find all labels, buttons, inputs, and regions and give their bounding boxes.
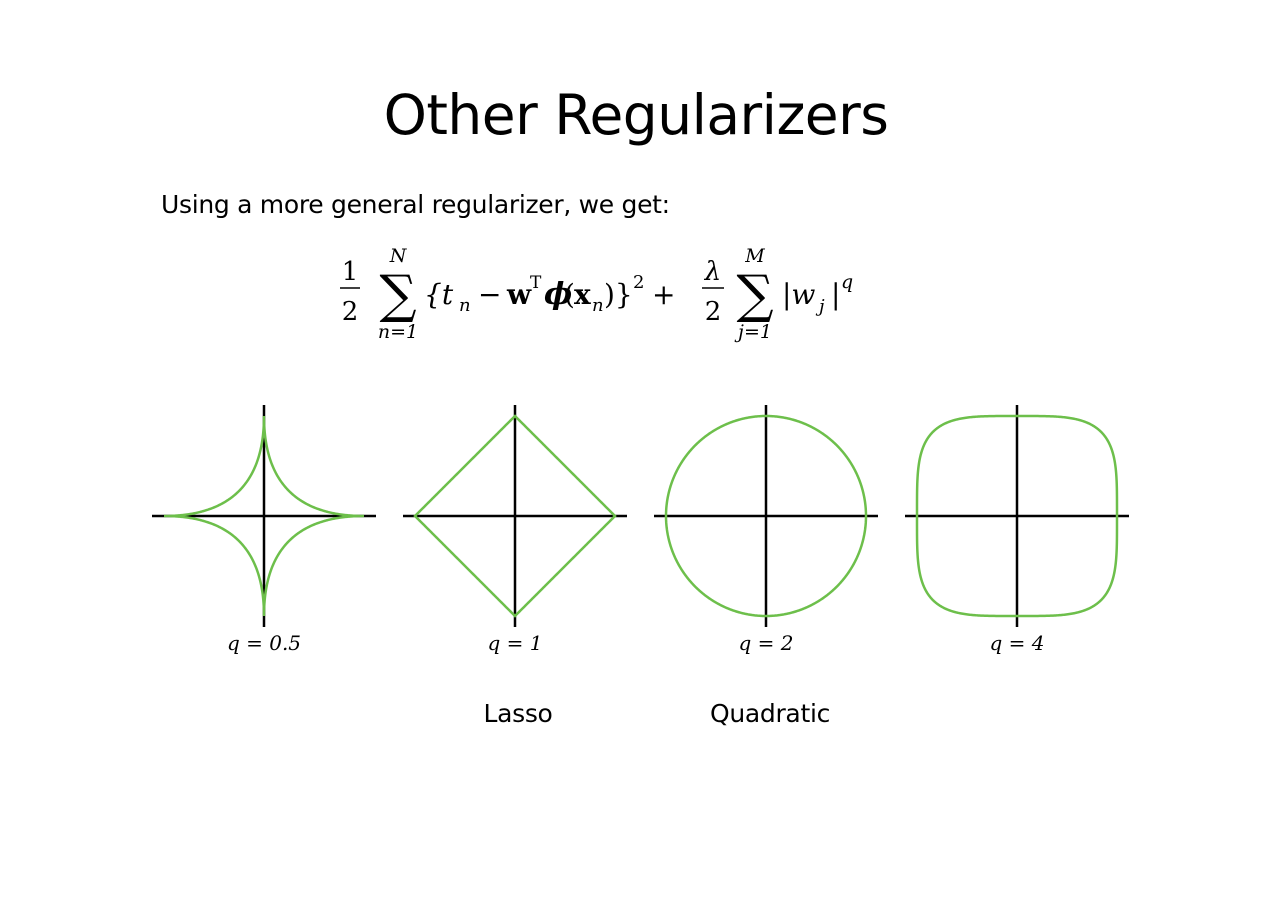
intro-text: Using a more general regularizer, we get…: [161, 190, 670, 219]
contour-curve: [413, 414, 617, 618]
caption-lasso: Lasso: [483, 699, 553, 728]
plot-q-2: q = 2: [654, 405, 878, 655]
paren-open: (: [564, 278, 575, 311]
term1-sub-n: n: [459, 295, 471, 316]
sum1-sigma: ∑: [379, 265, 416, 325]
square-exponent: 2: [633, 272, 644, 293]
sum2-upper-limit: M: [744, 245, 765, 267]
half-numerator: 1: [342, 257, 359, 287]
q-exponent: q: [841, 271, 853, 293]
sum1-lower-limit: n=1: [378, 321, 418, 343]
regularized-error-formula: 1 2 N ∑ n=1 {t n − w T ϕ ( x n )} 2 + λ …: [340, 245, 853, 343]
abs-close: |: [831, 278, 840, 311]
sum2-lower-limit: j=1: [734, 321, 772, 343]
plot-label: q = 1: [488, 631, 543, 655]
x-vector: x: [574, 278, 591, 311]
lambda-denominator: 2: [705, 297, 722, 327]
plot-q-4: q = 4: [905, 405, 1129, 655]
sum2-sigma: ∑: [736, 265, 773, 325]
term1-brace-t: {t: [424, 278, 454, 311]
sum1-upper-limit: N: [389, 245, 408, 267]
contour-curve: [664, 414, 868, 618]
plot-q-0.5: q = 0.5: [152, 405, 376, 655]
minus-sign: −: [478, 278, 501, 311]
transpose-T: T: [530, 273, 542, 293]
plot-q-1: q = 1: [403, 405, 627, 655]
contour-curve: [915, 414, 1119, 618]
plot-label: q = 4: [990, 631, 1045, 655]
weight-vector: w: [506, 278, 532, 311]
paren-brace-close: )}: [604, 278, 633, 311]
caption-quadratic: Quadratic: [709, 699, 831, 728]
regularizer-contour-plots: q = 0.5 q = 1 q = 2 q = 4: [152, 405, 1129, 655]
x-sub-n: n: [592, 295, 604, 316]
abs-open-w: |w: [782, 278, 815, 311]
plus-sign: +: [652, 278, 675, 311]
plot-label: q = 2: [739, 631, 794, 655]
phi-symbol: ϕ: [544, 277, 572, 312]
lambda-numerator: λ: [704, 257, 721, 287]
slide-title: Other Regularizers: [383, 83, 889, 147]
half-denominator: 2: [342, 297, 359, 327]
plot-label: q = 0.5: [227, 631, 301, 655]
w-sub-j: j: [815, 296, 825, 317]
contour-curve: [164, 416, 364, 616]
